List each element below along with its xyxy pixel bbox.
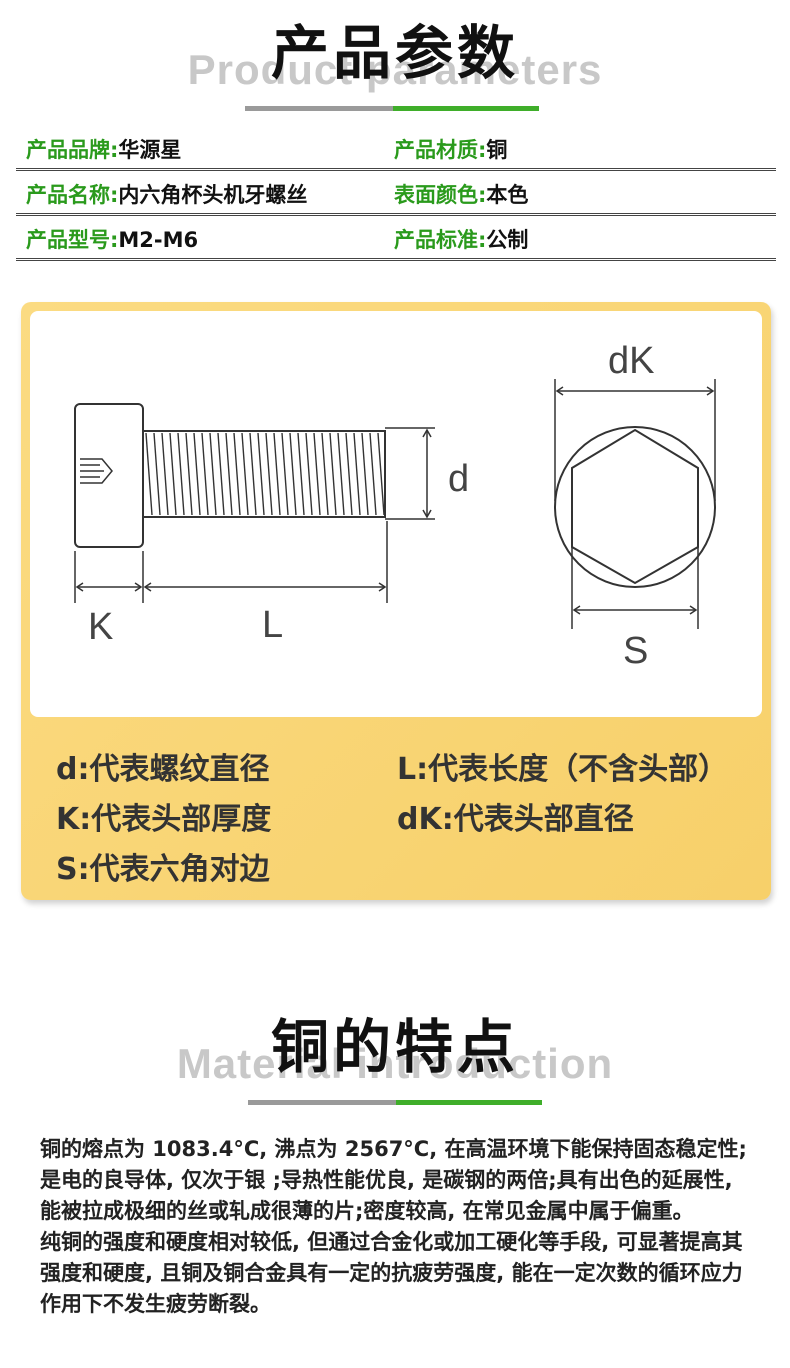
- label-dk: dK: [608, 340, 654, 382]
- screw-thread-outline: [143, 430, 386, 518]
- title-underline: [245, 106, 539, 111]
- legend-d: d:代表螺纹直径: [56, 752, 270, 787]
- screw-head: [74, 403, 144, 548]
- params-table: 产品品牌:华源星 产品材质:铜 产品名称:内六角杯头机牙螺丝 表面颜色:本色 产…: [16, 126, 776, 261]
- head-circle: [554, 426, 716, 588]
- param-material: 产品材质:铜: [394, 138, 508, 162]
- legend-k: K:代表头部厚度: [56, 802, 272, 837]
- label-l: L: [262, 604, 283, 646]
- hex-socket: [571, 428, 699, 585]
- params-row: 产品型号:M2-M6 产品标准:公制: [16, 216, 776, 261]
- section-title-cn: 产品参数: [270, 19, 519, 87]
- param-standard: 产品标准:公制: [394, 228, 529, 252]
- params-row: 产品名称:内六角杯头机牙螺丝 表面颜色:本色: [16, 171, 776, 216]
- description-paragraph: 纯铜的强度和硬度相对较低, 但通过合金化或加工硬化等手段, 可显著提高其强度和硬…: [40, 1230, 743, 1316]
- title-underline: [248, 1100, 542, 1105]
- section-title-cn: 铜的特点: [270, 1013, 519, 1081]
- screw-diagram: K L d dK S: [74, 340, 716, 672]
- section-header-material: Material introduction 铜的特点: [0, 1000, 790, 1110]
- material-description: 铜的熔点为 1083.4°C, 沸点为 2567°C, 在高温环境下能保持固态稳…: [40, 1134, 760, 1320]
- section-title-en: Material introduction: [176, 1040, 614, 1087]
- param-model: 产品型号:M2-M6: [26, 228, 199, 252]
- label-d: d: [448, 458, 469, 500]
- screw-threads: [145, 432, 385, 516]
- legend-dk: dK:代表头部直径: [397, 802, 634, 837]
- params-row: 产品品牌:华源星 产品材质:铜: [16, 126, 776, 171]
- label-k: K: [88, 606, 113, 648]
- label-s: S: [623, 630, 648, 672]
- param-name: 产品名称:内六角杯头机牙螺丝: [26, 183, 308, 207]
- section-header-params: Product parameters 产品参数: [0, 6, 790, 116]
- diagram-panel: K L d dK S: [30, 311, 762, 717]
- dimension-card: K L d dK S d:代表螺纹直径 L:代表长度（不含头部） K:代表头部厚…: [21, 302, 771, 900]
- param-brand: 产品品牌:华源星: [26, 138, 182, 162]
- description-paragraph: 铜的熔点为 1083.4°C, 沸点为 2567°C, 在高温环境下能保持固态稳…: [40, 1137, 747, 1223]
- legend-s: S:代表六角对边: [56, 852, 270, 887]
- socket-icon: [80, 458, 113, 484]
- section-title-en: Product parameters: [187, 46, 603, 93]
- legend-l: L:代表长度（不含头部）: [397, 752, 729, 787]
- param-color: 表面颜色:本色: [394, 183, 529, 207]
